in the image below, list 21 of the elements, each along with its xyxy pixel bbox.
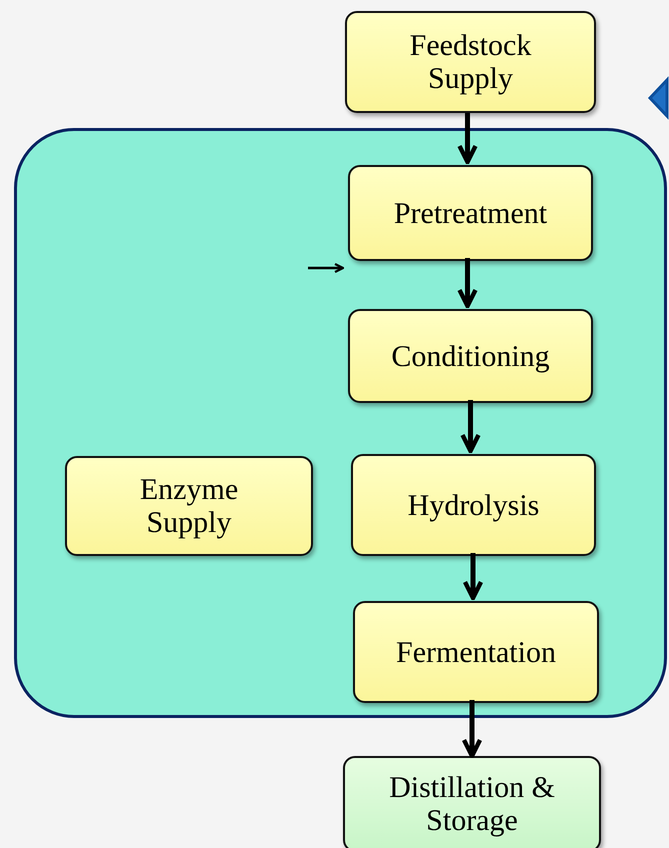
arrow <box>308 262 344 274</box>
arrow <box>457 258 478 308</box>
step-label: Fermentation <box>396 636 556 668</box>
step-label: Distillation & Storage <box>388 771 556 837</box>
step-label: Enzyme Supply <box>138 473 240 539</box>
process-box <box>348 165 593 261</box>
arrow <box>460 400 481 454</box>
arrow <box>462 553 484 600</box>
arrow <box>457 113 478 164</box>
step-label: Hydrolysis <box>408 488 540 522</box>
step-label: Pretreatment <box>394 196 548 230</box>
group-panel <box>14 128 667 718</box>
process-box <box>351 454 596 556</box>
process-box <box>65 456 313 556</box>
arrow <box>462 700 482 758</box>
process-box <box>345 11 596 113</box>
step-label: Conditioning <box>391 340 550 372</box>
step-label: Feedstock Supply <box>408 29 532 95</box>
process-box <box>348 309 593 403</box>
process-box <box>343 756 601 848</box>
process-box <box>353 601 599 703</box>
